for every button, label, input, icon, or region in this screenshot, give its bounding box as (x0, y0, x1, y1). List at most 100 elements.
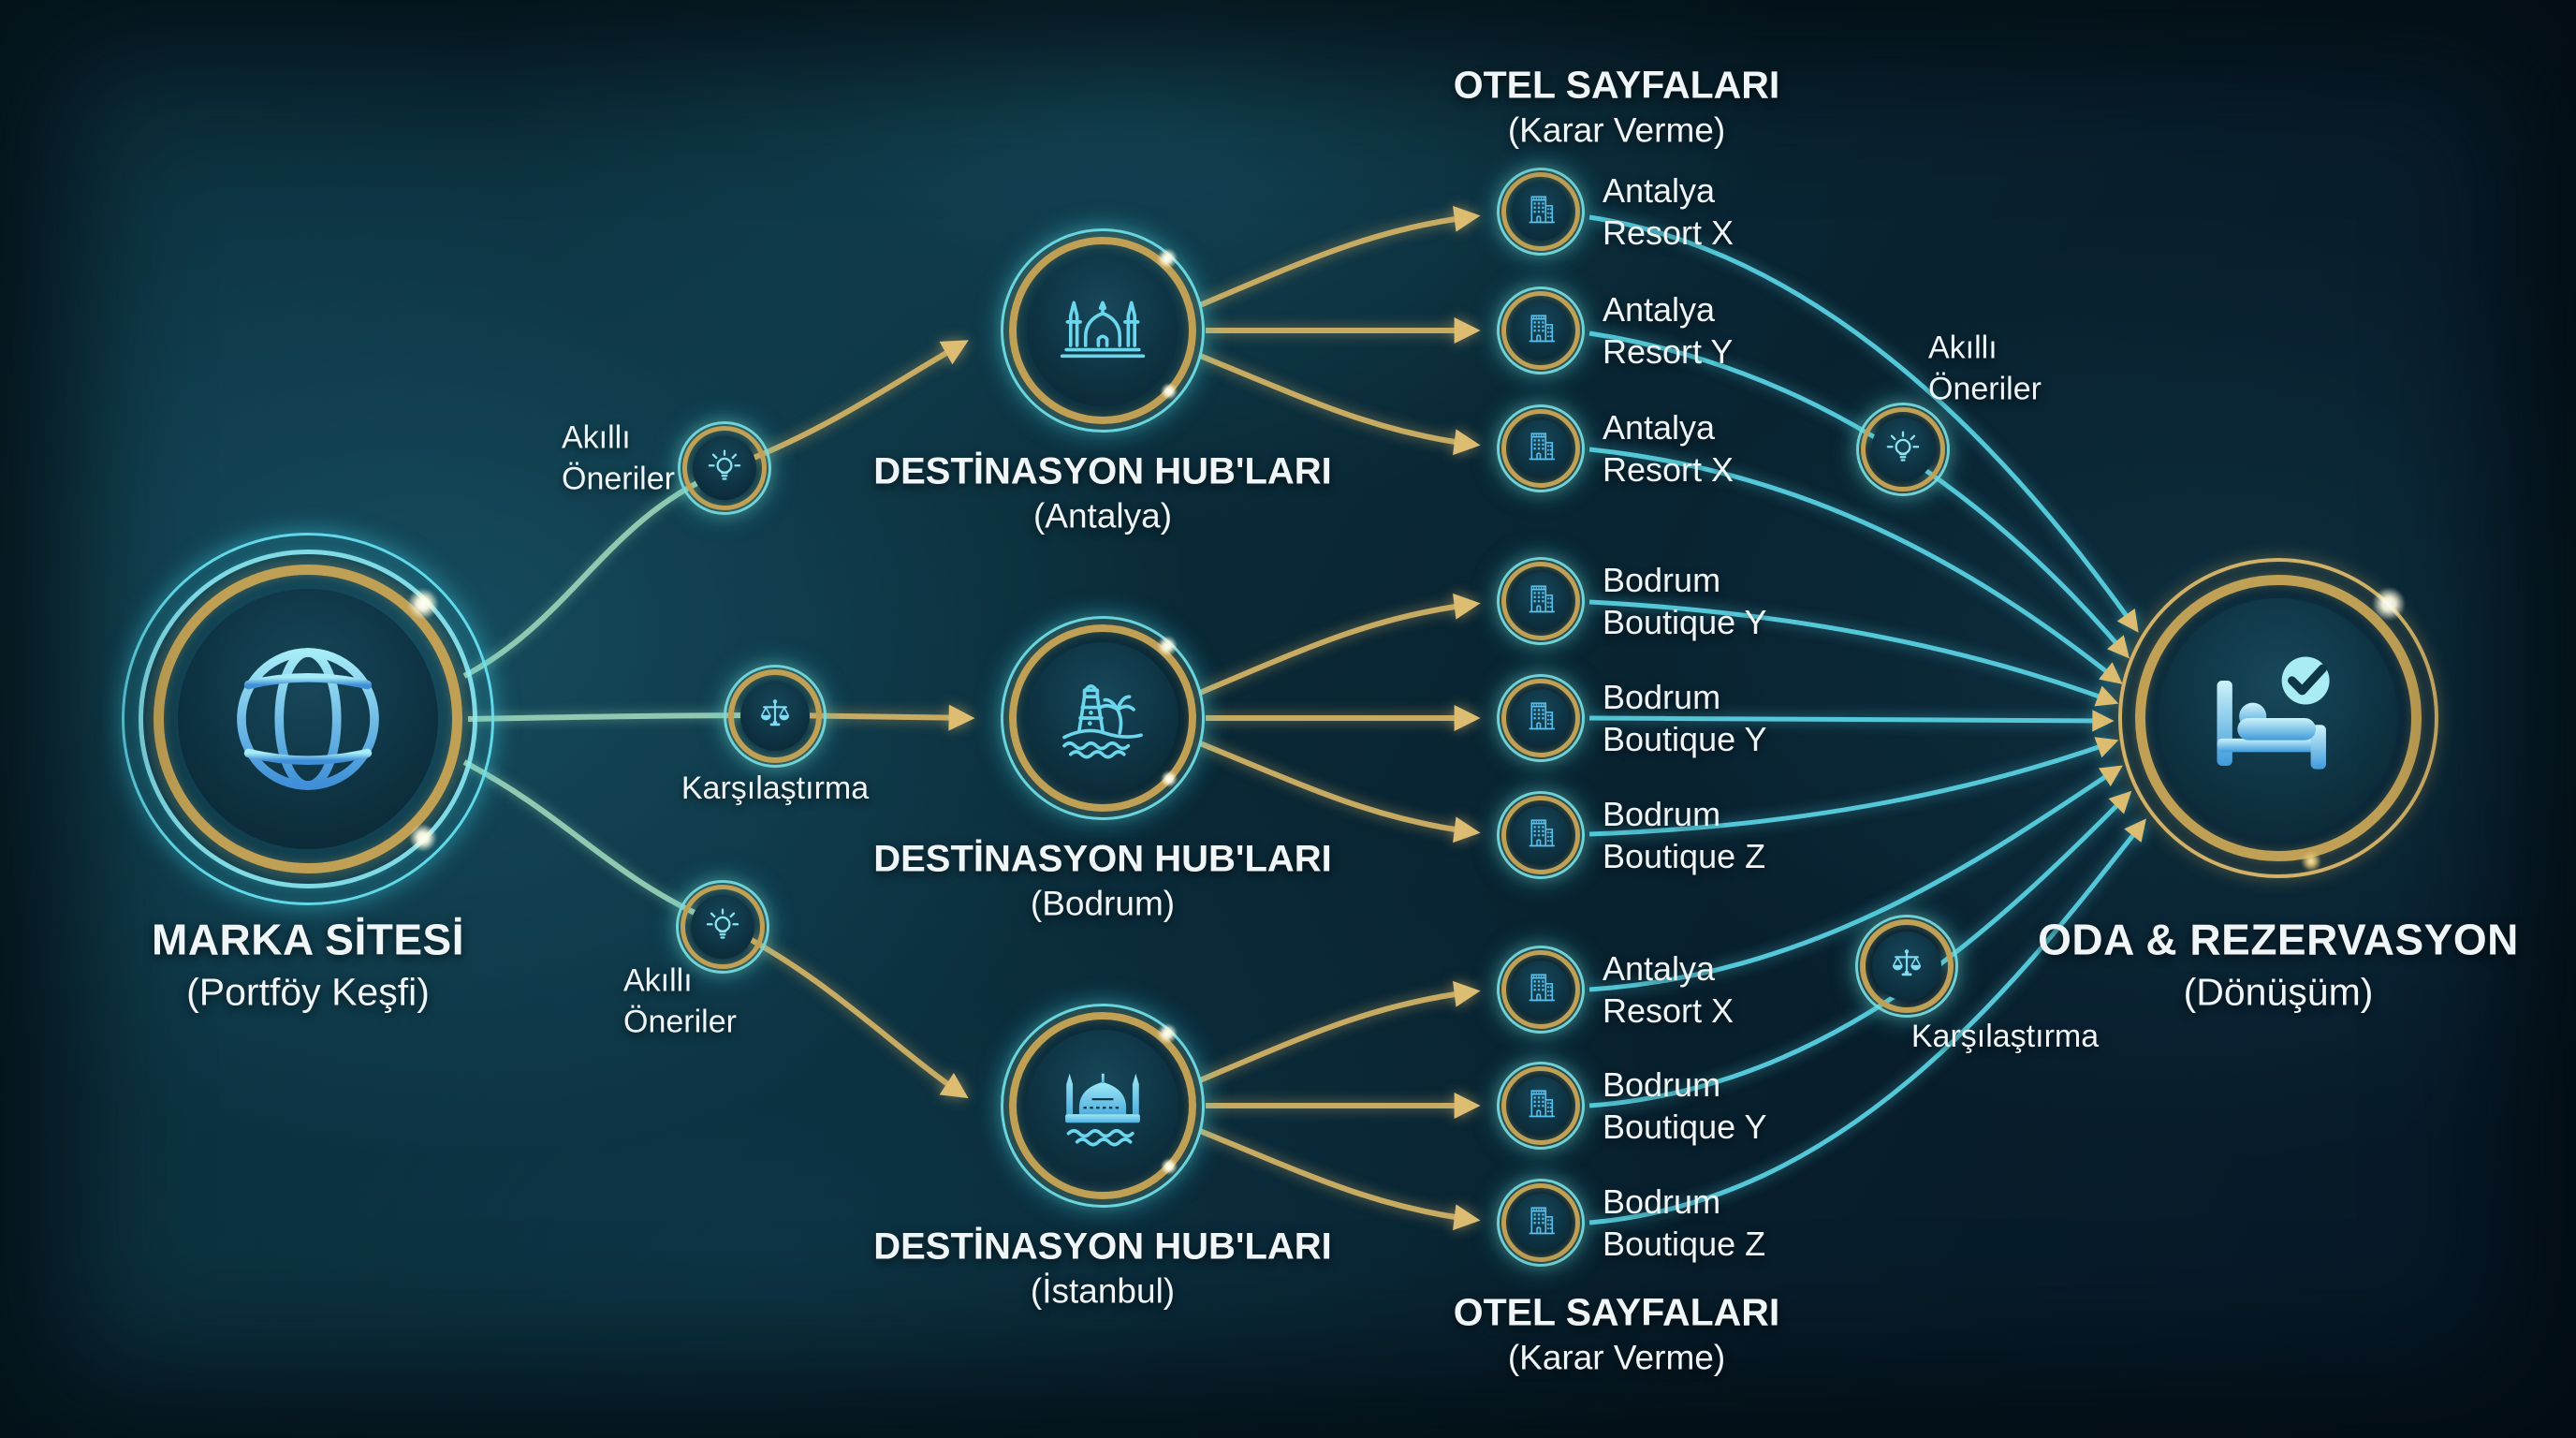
hotel-building-icon (1529, 315, 1555, 343)
annotation-line: Akıllı (562, 419, 631, 456)
brand-title: MARKA SİTESİ (152, 915, 464, 964)
heading-subtitle: (Karar Verme) (1507, 1338, 1726, 1377)
annotation-line: Karşılaştırma (1910, 1019, 2100, 1055)
smart-suggestions-bottom-label: Akıllı Öneriler (623, 961, 737, 1042)
smart-suggestions-right-label: Akıllı Öneriler (1928, 328, 2042, 409)
brand-site-label: MARKA SİTESİ (Portföy Keşfi) (152, 915, 464, 1015)
hotel-label: Bodrum Boutique Z (1603, 1181, 1765, 1265)
hotel-building-icon (1529, 974, 1555, 1002)
hotel-name-line: Bodrum (1603, 678, 1721, 716)
hotel-label: Bodrum Boutique Y (1603, 559, 1766, 643)
hotel-name-line: Resort X (1603, 213, 1734, 252)
mosque-icon (1060, 301, 1146, 359)
hotel-building-icon (1529, 1207, 1555, 1235)
hotel-name-line: Bodrum (1603, 1182, 1721, 1221)
hotel-name-line: Antalya (1603, 408, 1716, 447)
sparkle (2372, 587, 2406, 621)
hotel-label: Bodrum Boutique Y (1603, 676, 1766, 760)
hotel-name-line: Boutique Y (1603, 1108, 1767, 1146)
annotation-line: Akıllı (623, 962, 693, 999)
heading-title: OTEL SAYFALARI (1453, 1290, 1780, 1334)
hotel-name-line: Boutique Z (1603, 1225, 1766, 1263)
hotel-building-icon (1529, 585, 1555, 613)
hotel-name-line: Resort X (1603, 991, 1734, 1030)
hotel-name-line: Boutique Y (1603, 603, 1767, 641)
sparkle (1161, 770, 1178, 787)
connector-annotations-to-hubs (728, 205, 1481, 1231)
scales-icon (760, 699, 790, 726)
hotel-name-line: Antalya (1603, 949, 1716, 988)
globe-icon (237, 648, 379, 790)
hotel-name-line: Antalya (1603, 171, 1716, 210)
hotel-node-bodrum-1 (1497, 557, 1585, 645)
hub-istanbul-label: DESTİNASYON HUB'LARI (İstanbul) (873, 1226, 1332, 1312)
hub-antalya-node (1000, 227, 1206, 433)
hub-subtitle: (Bodrum) (1030, 884, 1176, 923)
brand-subtitle: (Portföy Keşfi) (186, 970, 430, 1014)
hotel-node-bodrum-2 (1497, 674, 1585, 762)
hub-subtitle: (Antalya) (1032, 496, 1173, 536)
hotel-node-antalya-2 (1497, 286, 1585, 374)
sparkle (2301, 851, 2321, 872)
sparkle (407, 588, 439, 620)
hotel-label: Antalya Resort X (1603, 406, 1734, 491)
smart-suggestions-right-node (1856, 403, 1950, 496)
mosque-silhouette-icon (1065, 1073, 1140, 1147)
conversion-subtitle: (Dönüşüm) (2183, 970, 2374, 1014)
hotel-name-line: Resort X (1603, 450, 1734, 489)
hub-bodrum-node (1000, 615, 1206, 821)
sparkle (1161, 383, 1178, 400)
hotel-pages-heading-top: OTEL SAYFALARI (Karar Verme) (1454, 64, 1780, 151)
hub-istanbul-node (1000, 1003, 1206, 1209)
smart-suggestions-top-node (678, 421, 771, 515)
hub-subtitle: (İstanbul) (1030, 1271, 1176, 1311)
hotel-building-icon (1529, 1090, 1555, 1118)
hotel-name-line: Resort Y (1603, 332, 1734, 371)
bed-check-icon (2217, 656, 2330, 770)
heading-title: OTEL SAYFALARI (1453, 63, 1780, 107)
lightbulb-icon (1886, 431, 1920, 462)
heading-subtitle: (Karar Verme) (1507, 110, 1726, 150)
lighthouse-palm-icon (1062, 684, 1143, 759)
hotel-pages-heading-bottom: OTEL SAYFALARI (Karar Verme) (1454, 1291, 1780, 1378)
comparison-right-label: Karşılaştırma (1911, 1017, 2099, 1058)
sparkle (1157, 636, 1178, 656)
lightbulb-icon (706, 908, 739, 939)
hotel-name-line: Bodrum (1603, 561, 1721, 599)
hub-antalya-label: DESTİNASYON HUB'LARI (Antalya) (873, 451, 1332, 536)
hotel-node-bodrum-3 (1497, 791, 1585, 879)
hotel-building-icon (1529, 819, 1555, 847)
sparkle (409, 824, 437, 852)
hotel-label: Antalya Resort Y (1603, 288, 1733, 373)
hub-title: DESTİNASYON HUB'LARI (873, 450, 1332, 492)
conversion-title: ODA & REZERVASYON (2038, 915, 2519, 964)
sparkle (1157, 248, 1178, 269)
hotel-label: Antalya Resort X (1603, 947, 1734, 1032)
hotel-building-icon (1529, 196, 1555, 224)
comparison-right-node (1855, 915, 1958, 1018)
hotel-name-line: Bodrum (1603, 1065, 1721, 1104)
hotel-name-line: Bodrum (1603, 795, 1721, 833)
smart-suggestions-top-label: Akıllı Öneriler (562, 418, 675, 499)
hotel-label: Bodrum Boutique Z (1603, 793, 1765, 877)
hotel-name-line: Boutique Z (1603, 837, 1766, 875)
hotel-building-icon (1529, 702, 1555, 730)
hotel-name-line: Antalya (1603, 290, 1716, 329)
annotation-line: Öneriler (562, 461, 675, 496)
conversion-label: ODA & REZERVASYON (Dönüşüm) (2038, 915, 2519, 1015)
annotation-line: Öneriler (1928, 371, 2042, 406)
brand-site-node (121, 532, 495, 906)
hotel-building-icon (1529, 433, 1555, 461)
sparkle (1161, 1158, 1178, 1175)
hub-title: DESTİNASYON HUB'LARI (873, 1225, 1332, 1268)
annotation-line: Akıllı (1928, 330, 1998, 366)
hub-title: DESTİNASYON HUB'LARI (873, 838, 1332, 880)
hotel-node-antalya-3 (1497, 404, 1585, 492)
scales-icon (1892, 949, 1922, 976)
annotation-line: Karşılaştırma (681, 770, 870, 807)
hotel-label: Antalya Resort X (1603, 169, 1734, 254)
conversion-node (2091, 531, 2466, 905)
sparkle (1157, 1023, 1178, 1044)
hotel-node-istanbul-3 (1497, 1179, 1585, 1267)
